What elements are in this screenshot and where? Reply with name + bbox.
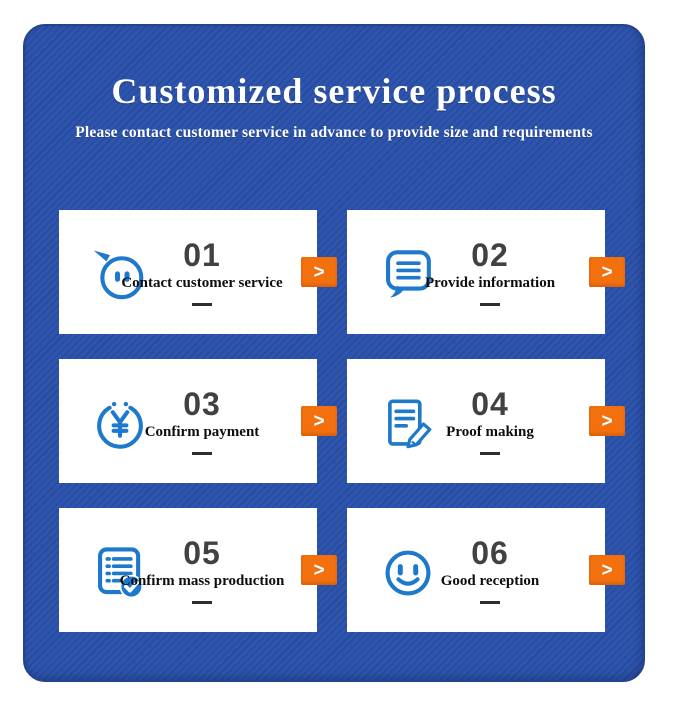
step-content: 05 Confirm mass production bbox=[120, 534, 317, 604]
step-card-confirm-mass-production: 05 Confirm mass production > bbox=[59, 508, 337, 632]
step-dash bbox=[480, 600, 500, 604]
step-arrow-button[interactable]: > bbox=[589, 555, 625, 585]
step-label: Proof making bbox=[446, 423, 534, 440]
step-arrow-button[interactable]: > bbox=[301, 555, 337, 585]
step-number: 02 bbox=[471, 236, 509, 273]
step-dash bbox=[192, 302, 212, 306]
step-number: 01 bbox=[183, 236, 221, 273]
page-subtitle: Please contact customer service in advan… bbox=[75, 124, 593, 141]
step-card-contact-customer-service: 01 Contact customer service > bbox=[59, 210, 337, 334]
document-pencil-icon bbox=[379, 395, 437, 453]
step-card-confirm-payment: 03 Confirm payment > bbox=[59, 359, 337, 483]
step-label: Good reception bbox=[440, 572, 540, 589]
step-number: 03 bbox=[183, 385, 221, 422]
step-content: 03 Confirm payment bbox=[145, 385, 317, 455]
step-arrow-button[interactable]: > bbox=[589, 406, 625, 436]
step-arrow-button[interactable]: > bbox=[301, 257, 337, 287]
page-title: Customized service process bbox=[111, 71, 557, 111]
step-label: Confirm mass production bbox=[119, 572, 285, 589]
step-dash bbox=[192, 600, 212, 604]
step-content: 04 Proof making bbox=[437, 388, 605, 455]
step-label: Provide information bbox=[424, 274, 556, 291]
step-card-proof-making: 04 Proof making > bbox=[347, 359, 625, 483]
service-process-panel: Customized service process Please contac… bbox=[23, 24, 645, 682]
checklist-check-icon bbox=[91, 544, 149, 602]
step-number: 04 bbox=[471, 385, 509, 422]
step-arrow-button[interactable]: > bbox=[589, 257, 625, 287]
step-card-provide-information: 02 Provide information > bbox=[347, 210, 625, 334]
chat-smiley-icon bbox=[91, 246, 149, 304]
step-content: 01 Contact customer service bbox=[121, 236, 317, 306]
step-content: 06 Good reception bbox=[437, 537, 605, 604]
speech-bubble-lines-icon bbox=[379, 246, 437, 304]
step-dash bbox=[480, 451, 500, 455]
steps-grid: 01 Contact customer service > bbox=[59, 210, 625, 632]
step-card-good-reception: 06 Good reception > bbox=[347, 508, 625, 632]
step-label: Confirm payment bbox=[144, 423, 260, 440]
smiley-face-icon bbox=[379, 544, 437, 602]
step-number: 05 bbox=[183, 534, 221, 571]
step-label: Contact customer service bbox=[121, 274, 283, 291]
yen-coin-icon bbox=[91, 395, 149, 453]
step-dash bbox=[192, 451, 212, 455]
step-number: 06 bbox=[471, 534, 509, 571]
step-dash bbox=[480, 302, 500, 306]
step-arrow-button[interactable]: > bbox=[301, 406, 337, 436]
step-content: 02 Provide information bbox=[425, 236, 605, 306]
